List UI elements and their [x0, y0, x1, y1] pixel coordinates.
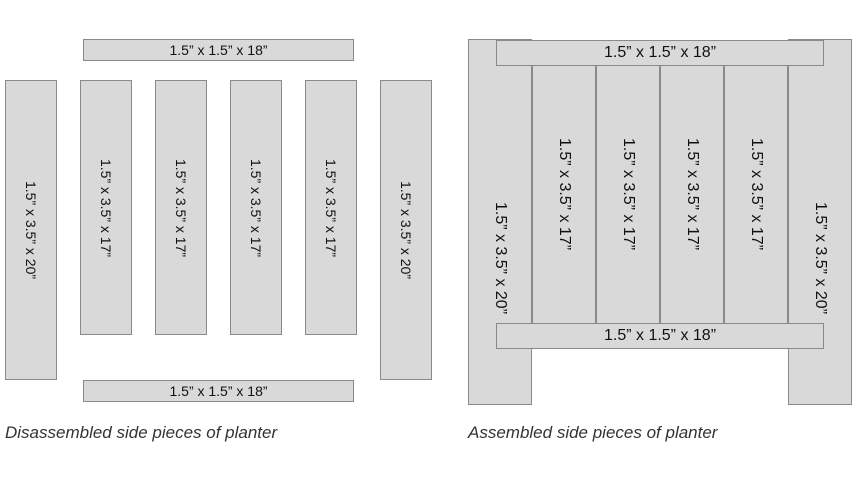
- slat-outer-left-label: 1.5” x 3.5” x 20”: [23, 180, 39, 280]
- assembled-rail-bottom-label: 1.5” x 1.5” x 18”: [603, 327, 717, 344]
- slat-outer-left: 1.5” x 3.5” x 20”: [5, 80, 57, 380]
- slat-inner-2: 1.5” x 3.5” x 17”: [155, 80, 207, 335]
- assembled-slat-outer-right: 1.5” x 3.5” x 20”: [788, 39, 852, 405]
- caption-assembled: Assembled side pieces of planter: [468, 423, 718, 442]
- assembled-slat-outer-right-label: 1.5” x 3.5” x 20”: [812, 202, 829, 315]
- assembled-slat-inner-3: 1.5” x 3.5” x 17”: [660, 62, 724, 326]
- slat-inner-1: 1.5” x 3.5” x 17”: [80, 80, 132, 335]
- assembled-slat-inner-4: 1.5” x 3.5” x 17”: [724, 62, 788, 326]
- assembled-slat-inner-1-label: 1.5” x 3.5” x 17”: [556, 137, 573, 251]
- assembled-rail-top: 1.5” x 1.5” x 18”: [496, 40, 824, 66]
- assembled-slat-inner-2: 1.5” x 3.5” x 17”: [596, 62, 660, 326]
- assembled-slat-inner-1: 1.5” x 3.5” x 17”: [532, 62, 596, 326]
- assembled-slat-inner-3-label: 1.5” x 3.5” x 17”: [684, 137, 701, 251]
- assembled-slat-outer-left-label: 1.5” x 3.5” x 20”: [492, 202, 509, 315]
- slat-inner-4: 1.5” x 3.5” x 17”: [305, 80, 357, 335]
- slat-inner-3: 1.5” x 3.5” x 17”: [230, 80, 282, 335]
- slat-inner-2-label: 1.5” x 3.5” x 17”: [173, 158, 189, 257]
- slat-outer-right-label: 1.5” x 3.5” x 20”: [398, 180, 414, 280]
- assembled-slat-inner-2-label: 1.5” x 3.5” x 17”: [620, 137, 637, 251]
- rail-top: 1.5” x 1.5” x 18”: [83, 39, 354, 61]
- slat-outer-right: 1.5” x 3.5” x 20”: [380, 80, 432, 380]
- slat-inner-3-label: 1.5” x 3.5” x 17”: [248, 158, 264, 257]
- rail-top-label: 1.5” x 1.5” x 18”: [169, 42, 268, 58]
- assembled-rail-top-label: 1.5” x 1.5” x 18”: [603, 44, 717, 61]
- slat-inner-1-label: 1.5” x 3.5” x 17”: [98, 158, 114, 257]
- assembled-slat-outer-left: 1.5” x 3.5” x 20”: [468, 39, 532, 405]
- caption-disassembled: Disassembled side pieces of planter: [5, 423, 278, 442]
- slat-inner-4-label: 1.5” x 3.5” x 17”: [323, 158, 339, 257]
- rail-bottom-label: 1.5” x 1.5” x 18”: [169, 383, 268, 399]
- rail-bottom: 1.5” x 1.5” x 18”: [83, 380, 354, 402]
- assembled-slat-inner-4-label: 1.5” x 3.5” x 17”: [748, 137, 765, 251]
- assembled-rail-bottom: 1.5” x 1.5” x 18”: [496, 323, 824, 349]
